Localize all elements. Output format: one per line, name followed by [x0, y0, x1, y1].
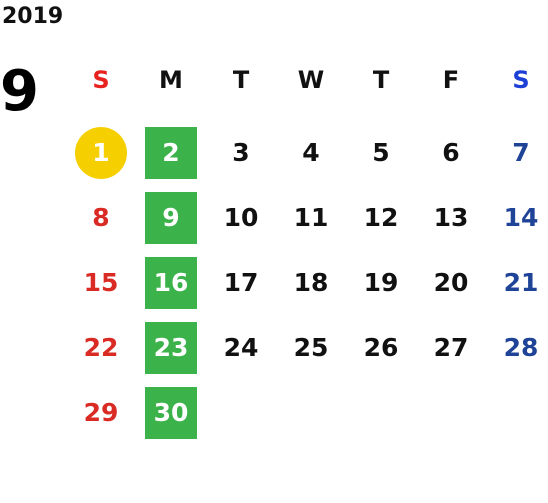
- day-cell[interactable]: 24: [206, 315, 276, 380]
- day-cell[interactable]: 19: [346, 250, 416, 315]
- day-number: 6: [442, 138, 460, 167]
- day-number: 20: [433, 268, 469, 297]
- day-cell[interactable]: 18: [276, 250, 346, 315]
- day-number: 27: [433, 333, 469, 362]
- day-number: 14: [503, 203, 539, 232]
- day-cell[interactable]: 21: [486, 250, 548, 315]
- weekday-header-row: S M T W T F S: [66, 62, 548, 98]
- day-cell[interactable]: 27: [416, 315, 486, 380]
- day-cell[interactable]: 14: [486, 185, 548, 250]
- day-cell[interactable]: 23: [136, 315, 206, 380]
- day-cell[interactable]: 25: [276, 315, 346, 380]
- day-cell: [416, 380, 486, 445]
- day-number: 10: [223, 203, 259, 232]
- day-number: 24: [223, 333, 259, 362]
- day-number: 13: [433, 203, 469, 232]
- weekday-wednesday: W: [297, 66, 325, 94]
- weekday-thursday: T: [372, 66, 390, 94]
- day-cell: [346, 380, 416, 445]
- day-cell[interactable]: 6: [416, 120, 486, 185]
- day-number: 25: [293, 333, 329, 362]
- day-cell[interactable]: 26: [346, 315, 416, 380]
- day-cell[interactable]: 10: [206, 185, 276, 250]
- day-number: 26: [363, 333, 399, 362]
- day-number: 1: [75, 126, 127, 179]
- day-cell[interactable]: 17: [206, 250, 276, 315]
- day-cell[interactable]: 12: [346, 185, 416, 250]
- day-cell[interactable]: 7: [486, 120, 548, 185]
- weekday-monday: M: [159, 66, 183, 94]
- day-cell[interactable]: 3: [206, 120, 276, 185]
- day-number: 22: [83, 333, 119, 362]
- day-cell[interactable]: 22: [66, 315, 136, 380]
- day-number: 12: [363, 203, 399, 232]
- year-label: 2019: [2, 4, 64, 29]
- day-cell[interactable]: 16: [136, 250, 206, 315]
- day-number: 15: [83, 268, 119, 297]
- weekday-saturday: S: [512, 66, 530, 94]
- day-cell[interactable]: 13: [416, 185, 486, 250]
- day-number: 19: [363, 268, 399, 297]
- day-number: 28: [503, 333, 539, 362]
- day-cell[interactable]: 9: [136, 185, 206, 250]
- day-cell: [276, 380, 346, 445]
- day-cell[interactable]: 5: [346, 120, 416, 185]
- day-cell[interactable]: 2: [136, 120, 206, 185]
- day-number: 7: [512, 138, 530, 167]
- day-number: 5: [372, 138, 390, 167]
- day-cell[interactable]: 30: [136, 380, 206, 445]
- day-number: 30: [145, 386, 197, 439]
- day-cell[interactable]: 15: [66, 250, 136, 315]
- day-cell[interactable]: 4: [276, 120, 346, 185]
- day-cell[interactable]: 29: [66, 380, 136, 445]
- day-cell[interactable]: 11: [276, 185, 346, 250]
- day-number: 11: [293, 203, 329, 232]
- day-cell[interactable]: 1: [66, 120, 136, 185]
- weekday-friday: F: [442, 66, 460, 94]
- day-number: 29: [83, 398, 119, 427]
- month-number: 9: [0, 59, 39, 124]
- day-cell[interactable]: 28: [486, 315, 548, 380]
- day-number: 3: [232, 138, 250, 167]
- day-number: 17: [223, 268, 259, 297]
- weekday-tuesday: T: [232, 66, 250, 94]
- day-number: 16: [145, 256, 197, 309]
- day-number: 21: [503, 268, 539, 297]
- day-cell[interactable]: 20: [416, 250, 486, 315]
- day-number: 9: [145, 191, 197, 244]
- day-number: 18: [293, 268, 329, 297]
- day-cell: [486, 380, 548, 445]
- day-number: 4: [302, 138, 320, 167]
- day-number: 23: [145, 321, 197, 374]
- day-number: 2: [145, 126, 197, 179]
- weekday-sunday: S: [92, 66, 110, 94]
- day-cell: [206, 380, 276, 445]
- day-number: 8: [92, 203, 110, 232]
- day-cell[interactable]: 8: [66, 185, 136, 250]
